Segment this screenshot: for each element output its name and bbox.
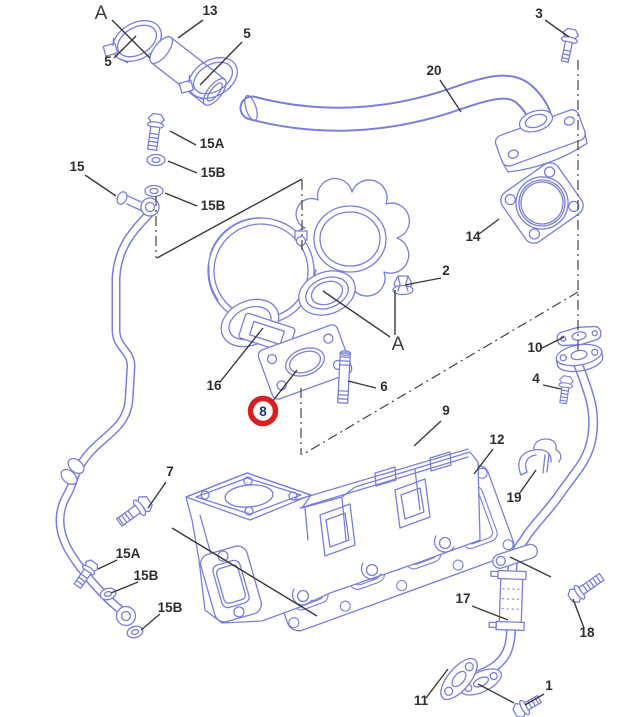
part-bracket-tab [492, 543, 538, 569]
leader-line [477, 683, 515, 704]
part-bolt-4 [558, 375, 574, 405]
leader-line [84, 174, 117, 197]
callout-20[interactable]: 20 [426, 63, 441, 78]
callout-11[interactable]: 11 [414, 693, 429, 708]
part-hose-clamp-5-left [102, 20, 162, 64]
callout-12[interactable]: 12 [489, 432, 504, 447]
part-exhaust-manifold-9 [185, 448, 481, 624]
callout-8[interactable]: 8 [259, 404, 267, 419]
part-oil-supply-line-15 [55, 191, 160, 627]
leader-line [147, 481, 167, 509]
callout-18[interactable]: 18 [579, 625, 595, 640]
leader-line [347, 380, 377, 389]
part-pipe-gasket-14 [500, 162, 584, 244]
leader-line [509, 556, 552, 578]
leader-line [544, 19, 570, 38]
leader-line [169, 130, 197, 146]
callout-14[interactable]: 14 [465, 229, 481, 244]
leader-line [140, 613, 161, 631]
leader-line [524, 693, 545, 706]
callout-15a-bot[interactable]: 15A [116, 546, 141, 561]
part-clip-19 [518, 438, 562, 476]
callout-15b-bot2[interactable]: 15B [158, 600, 183, 615]
leader-line [439, 79, 462, 113]
callout-5-left[interactable]: 5 [104, 54, 112, 69]
part-hose-13 [149, 36, 227, 106]
leader-line [404, 277, 442, 286]
leader-line [164, 192, 198, 207]
callout-9[interactable]: 9 [442, 403, 450, 418]
part-stud-6 [337, 350, 351, 404]
leader-line [199, 41, 243, 86]
leader-line [322, 290, 391, 338]
callout-labels-layer: A513532015A15B15B15142A168610491219715A1… [69, 3, 595, 708]
leader-line [518, 469, 537, 495]
leader-line [572, 598, 585, 629]
part-hose-17 [488, 569, 527, 632]
callout-1[interactable]: 1 [545, 678, 553, 693]
callout-15b-top1[interactable]: 15B [201, 165, 226, 180]
callout-7[interactable]: 7 [166, 464, 174, 479]
leader-line [111, 19, 151, 59]
leader-line [219, 327, 264, 383]
leader-line [471, 605, 509, 621]
callout-2[interactable]: 2 [442, 263, 450, 278]
part-drain-gasket-11 [440, 657, 478, 701]
part-washer-15b-top-1 [146, 153, 166, 167]
leader-lines-layer [84, 19, 585, 706]
leader-line [413, 420, 442, 447]
leader-line [478, 218, 500, 235]
callout-19[interactable]: 19 [506, 490, 521, 505]
callout-10[interactable]: 10 [527, 340, 542, 355]
callout-3[interactable]: 3 [535, 6, 543, 21]
leader-line [425, 668, 449, 699]
callout-15b-bot1[interactable]: 15B [134, 568, 159, 583]
part-turbo-gasket-8 [257, 324, 353, 400]
callout-16[interactable]: 16 [206, 378, 222, 393]
part-washer-15b-bottom-2 [126, 625, 144, 639]
callout-17[interactable]: 17 [455, 591, 470, 606]
part-nut-2 [392, 275, 414, 296]
part-washer-15b-top-2 [144, 184, 164, 198]
callout-5-right[interactable]: 5 [243, 26, 251, 41]
leader-line [156, 178, 303, 259]
callout-6[interactable]: 6 [380, 379, 388, 394]
highlight-ring-8 [247, 395, 279, 427]
part-hose-clamp-5-right [178, 57, 238, 101]
part-exhaust-pipe-20 [239, 74, 588, 173]
leader-line [542, 384, 562, 390]
callout-a-mid[interactable]: A [392, 334, 405, 355]
callout-13[interactable]: 13 [202, 3, 218, 18]
callout-a-top[interactable]: A [95, 3, 108, 24]
part-bolt-18 [567, 572, 605, 603]
leader-line [113, 35, 137, 59]
leader-line [167, 160, 198, 174]
part-banjo-bolt-15a-top [146, 112, 165, 152]
callout-15b-top2[interactable]: 15B [201, 198, 226, 213]
part-banjo-bolt-15a-bottom [73, 559, 99, 589]
leader-line [177, 19, 204, 39]
alignment-dashdot-line [301, 291, 579, 456]
leader-line [171, 527, 318, 617]
part-turbocharger-16 [207, 177, 410, 354]
callout-4[interactable]: 4 [532, 371, 540, 386]
part-drain-flange-10-lower [555, 343, 604, 373]
leader-line [271, 369, 298, 403]
part-bolt-3 [560, 27, 580, 63]
callout-15a-top[interactable]: 15A [200, 136, 225, 151]
part-bolt-7 [116, 496, 153, 527]
leader-line [473, 448, 494, 475]
leader-line [97, 559, 118, 570]
leader-line [110, 581, 139, 594]
callout-15[interactable]: 15 [69, 159, 85, 174]
leader-line [541, 336, 565, 349]
